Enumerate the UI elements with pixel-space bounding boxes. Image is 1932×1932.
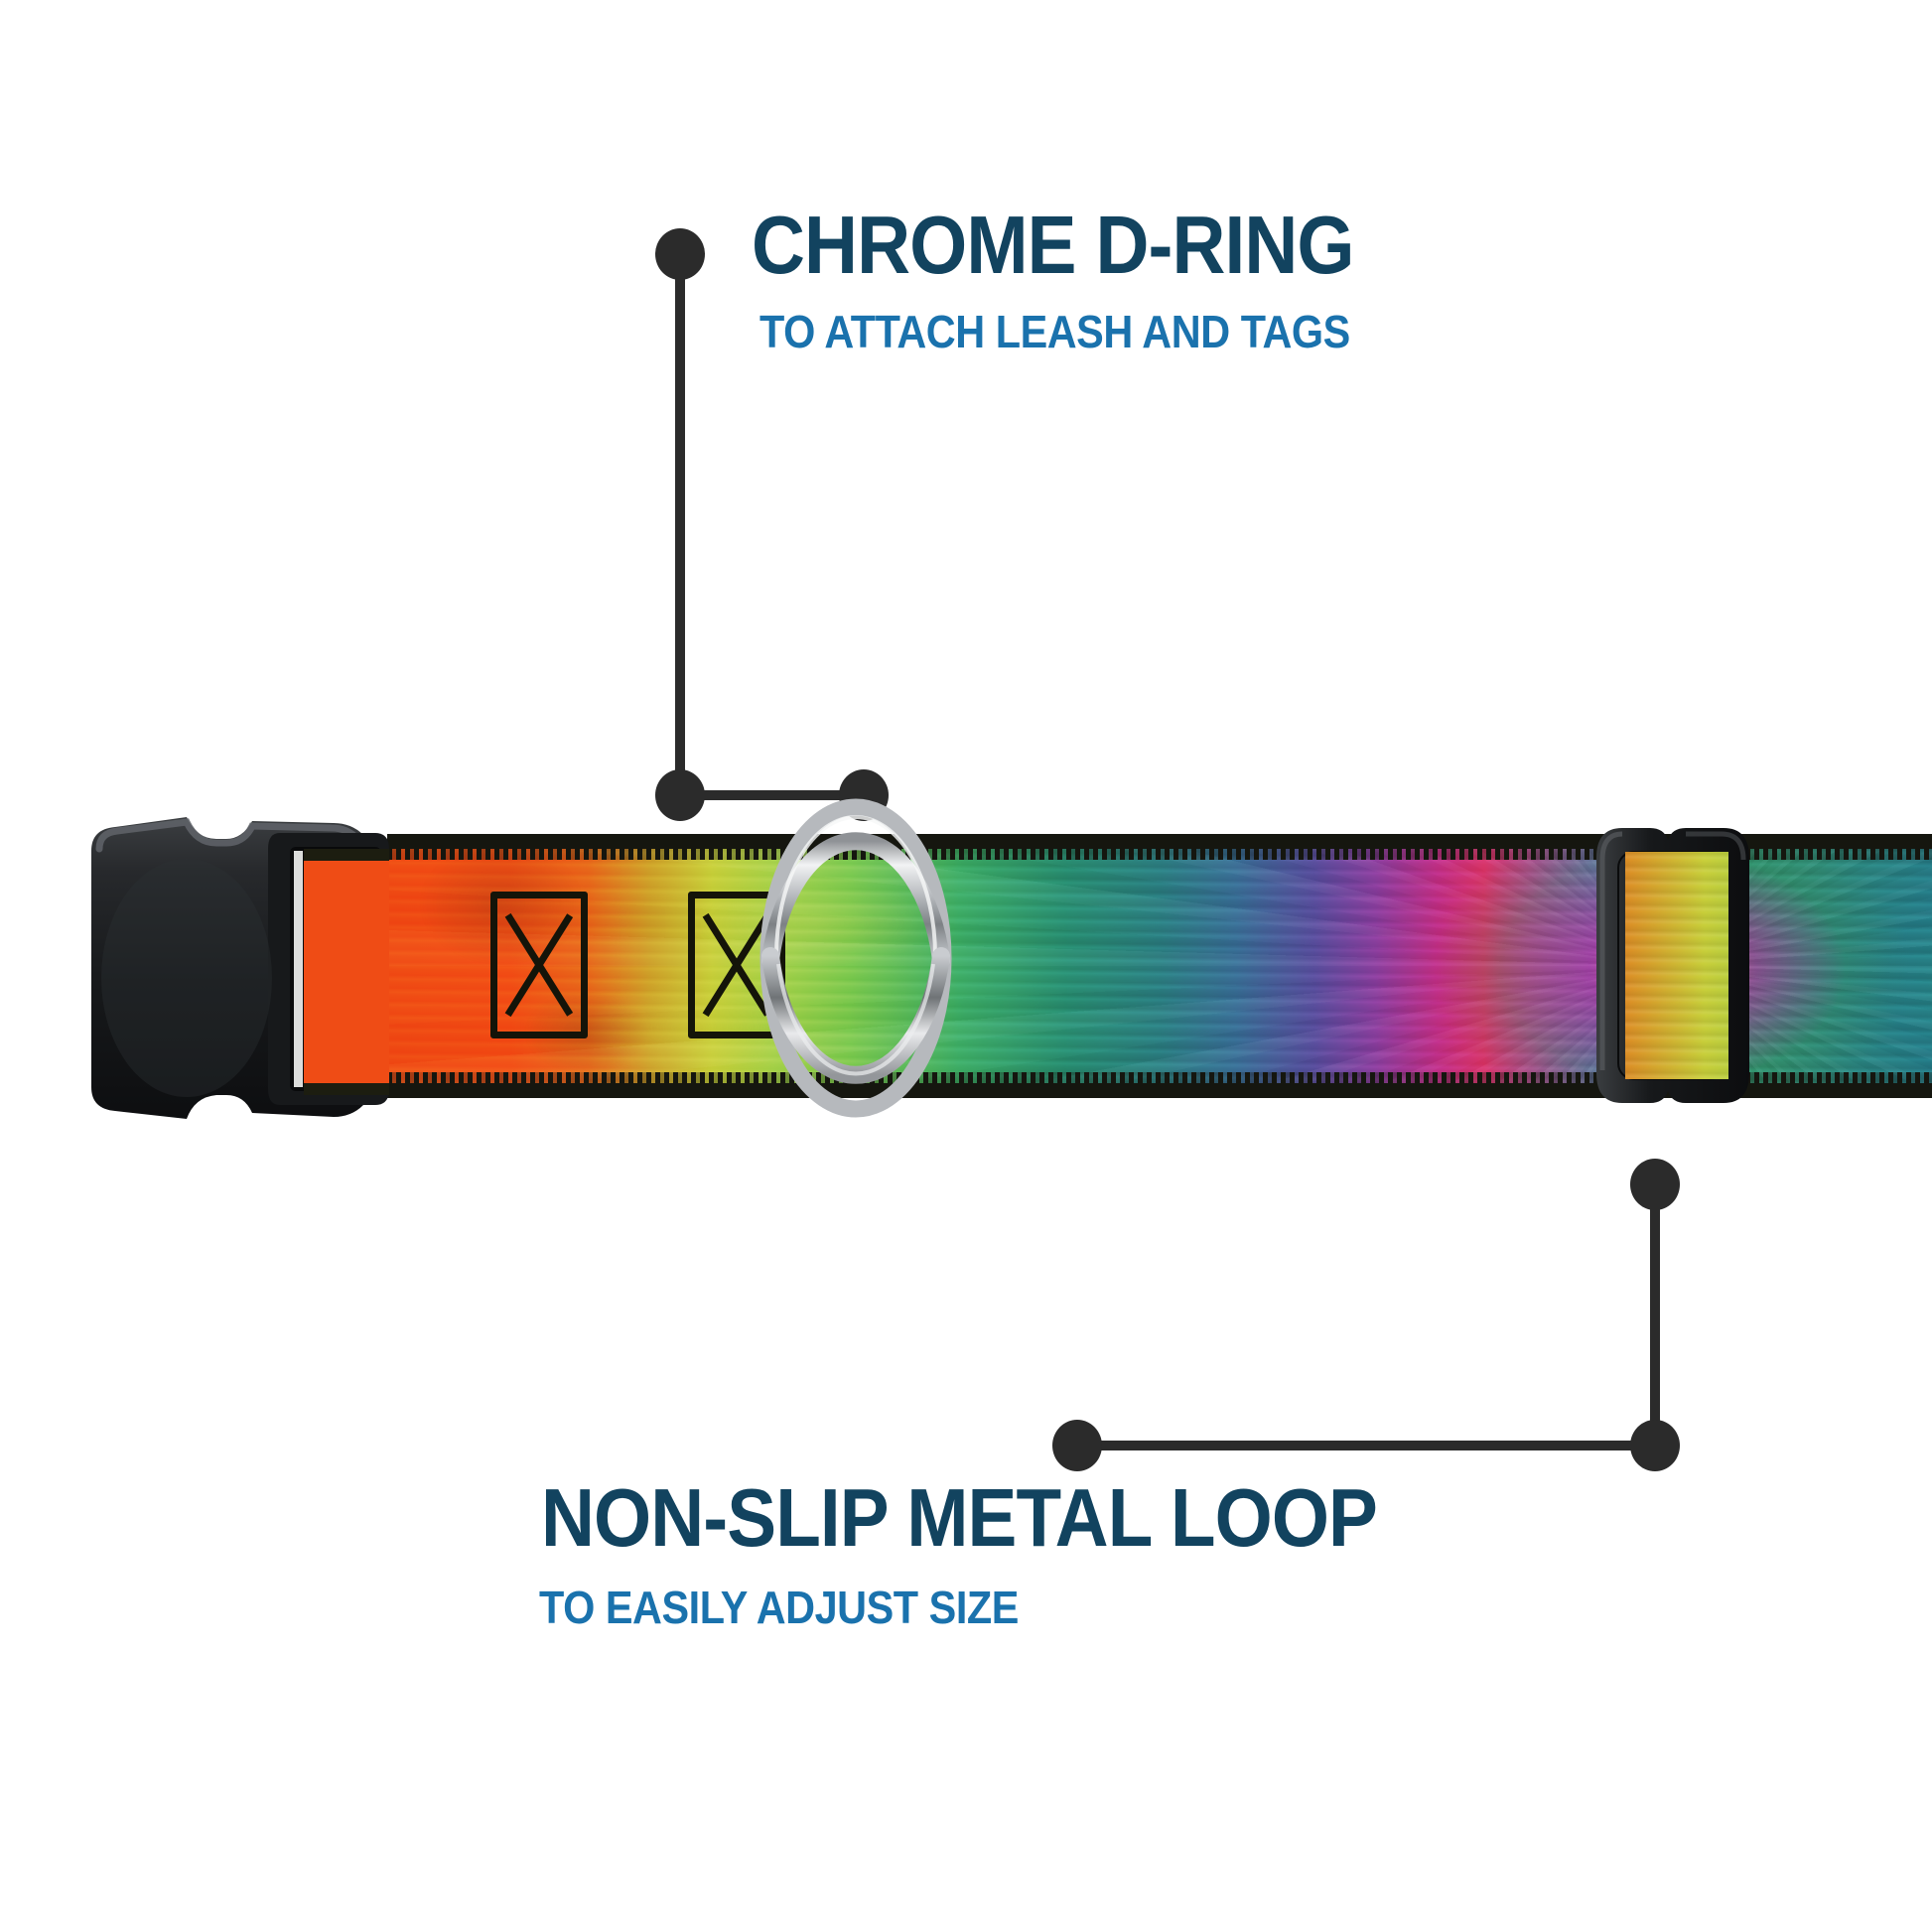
buckle-body-shading [101,859,272,1097]
webbing-edge-bottom [387,1083,1932,1098]
leader-line-top-horizontal [680,790,874,800]
webbing-edge-top-texture [387,849,1932,860]
webbing-inside-metal-loop [1625,852,1728,1079]
d-ring-bottom-shine [776,963,935,1076]
leader-line-bottom-vertical [1650,1183,1660,1449]
leader-line-top-vertical [675,253,685,797]
d-ring-top-arc [761,832,950,969]
leader-line-bottom-horizontal [1077,1441,1655,1450]
d-ring-back [759,798,952,1118]
chrome-d-ring [759,798,952,1118]
side-release-buckle [91,817,389,1119]
callout-non-slip-metal-loop: NON-SLIP METAL LOOP TO EASILY ADJUST SIZ… [539,1471,1470,1633]
callout-chrome-d-ring: CHROME D-RING TO ATTACH LEASH AND TAGS [752,204,1421,354]
metal-loop-highlight-top [1686,831,1746,861]
callout-subline-chrome-d-ring: TO ATTACH LEASH AND TAGS [759,306,1350,357]
callout-headline-chrome-d-ring: CHROME D-RING [752,199,1355,291]
box-stitch [490,892,588,1038]
leader-dot-bottom-target [1052,1420,1102,1471]
box-stitch [688,892,785,1038]
metal-loop-highlight-left [1599,831,1623,1070]
buckle-slot-glint [294,851,303,1087]
webbing-through-buckle [304,849,389,1095]
callout-headline-non-slip-metal-loop: NON-SLIP METAL LOOP [541,1471,1378,1564]
webbing-edge-top [387,834,1932,849]
buckle-top-highlight [95,818,361,853]
d-ring-top-shine [774,815,937,957]
callout-subline-non-slip-metal-loop: TO EASILY ADJUST SIZE [539,1582,1019,1633]
